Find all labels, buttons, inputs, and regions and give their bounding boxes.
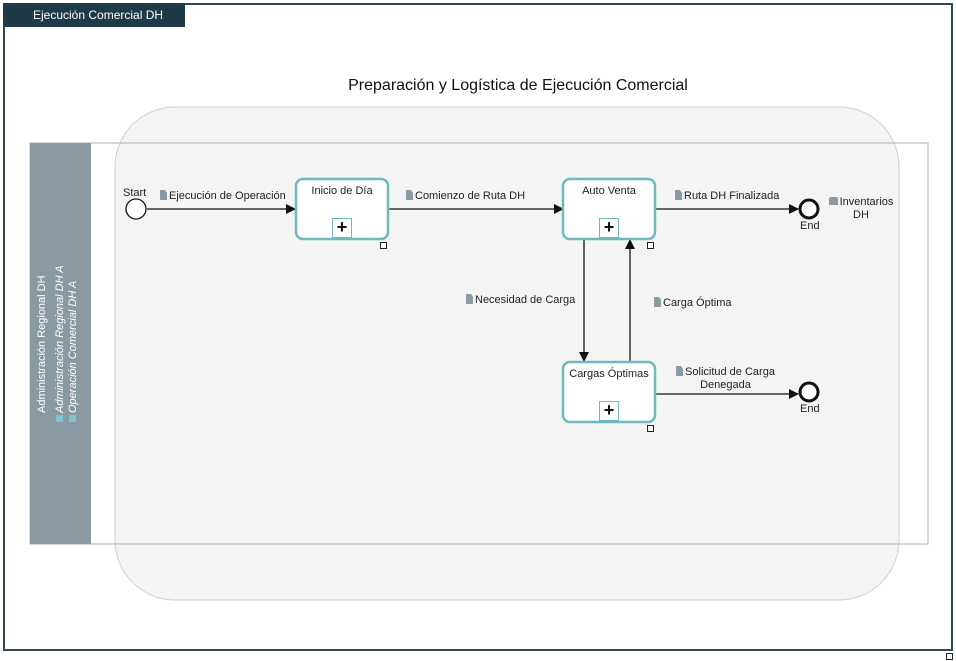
flow-label-ruta-finalizada-text: Ruta DH Finalizada (684, 190, 780, 202)
expand-cargas-button[interactable]: + (599, 401, 619, 421)
artifact-inventarios-text: Inventarios DH (839, 196, 894, 221)
data-store-icon (828, 197, 838, 205)
document-icon (160, 190, 167, 200)
flow-label-necesidad-text: Necesidad de Carga (475, 294, 576, 306)
lane-role-1-text: Administración Regional DH A (54, 265, 66, 413)
flow-label-denegada-text: Solicitud de Carga Denegada (685, 366, 775, 391)
flow-label-comienzo: Comienzo de Ruta DH (406, 190, 525, 202)
document-icon (654, 297, 661, 307)
frame-tab[interactable]: Ejecución Comercial DH (3, 3, 185, 27)
task-inicio-de-dia[interactable] (294, 177, 390, 241)
flow-label-carga-optima: Carga Óptima (654, 297, 731, 309)
start-event[interactable] (125, 198, 147, 220)
end-event-1[interactable] (798, 198, 820, 220)
flow-label-ejecucion-text: Ejecución de Operación (169, 190, 286, 202)
flow-label-necesidad: Necesidad de Carga (466, 294, 575, 306)
flow-label-denegada: Solicitud de Carga Denegada (668, 366, 783, 392)
lane-role-2-text: Operación Comercial DH A (67, 280, 79, 413)
expand-inicio-button[interactable]: + (332, 218, 352, 238)
start-label: Start (123, 187, 147, 199)
task-cargas-optimas[interactable] (561, 360, 657, 424)
flow-label-carga-optima-text: Carga Óptima (663, 297, 732, 309)
lane-label: Administración Regional DH (36, 275, 48, 413)
document-icon (675, 190, 682, 200)
end-event-2[interactable] (798, 381, 820, 403)
end-label-2: End (800, 403, 820, 415)
task-name-autoventa: Auto Venta (582, 185, 636, 197)
process-group (114, 106, 900, 601)
diagram-title: Preparación y Logística de Ejecución Com… (348, 77, 688, 94)
artifact-inventarios[interactable]: Inventarios DH (826, 196, 896, 222)
flow-label-ejecucion: Ejecución de Operación (160, 190, 286, 202)
task-auto-venta[interactable] (561, 177, 657, 241)
link-inicio-icon[interactable] (380, 242, 387, 249)
document-icon (676, 366, 684, 376)
link-autoventa-icon[interactable] (647, 242, 654, 249)
flow-label-ruta-finalizada: Ruta DH Finalizada (675, 190, 779, 202)
flow-label-comienzo-text: Comienzo de Ruta DH (415, 190, 526, 202)
role-icon (56, 415, 63, 422)
document-icon (406, 190, 413, 200)
link-frame-icon[interactable] (946, 653, 953, 660)
lane-role-2: Operación Comercial DH A (67, 281, 79, 422)
end-label-1: End (800, 220, 820, 232)
task-name-cargas: Cargas Óptimas (569, 368, 649, 380)
task-name-inicio: Inicio de Día (311, 185, 373, 197)
lane-header[interactable] (30, 143, 91, 544)
lane-role-1: Administración Regional DH A (54, 265, 66, 422)
document-icon (466, 294, 473, 304)
link-cargas-icon[interactable] (647, 425, 654, 432)
expand-autoventa-button[interactable]: + (599, 218, 619, 238)
role-icon (69, 415, 76, 422)
